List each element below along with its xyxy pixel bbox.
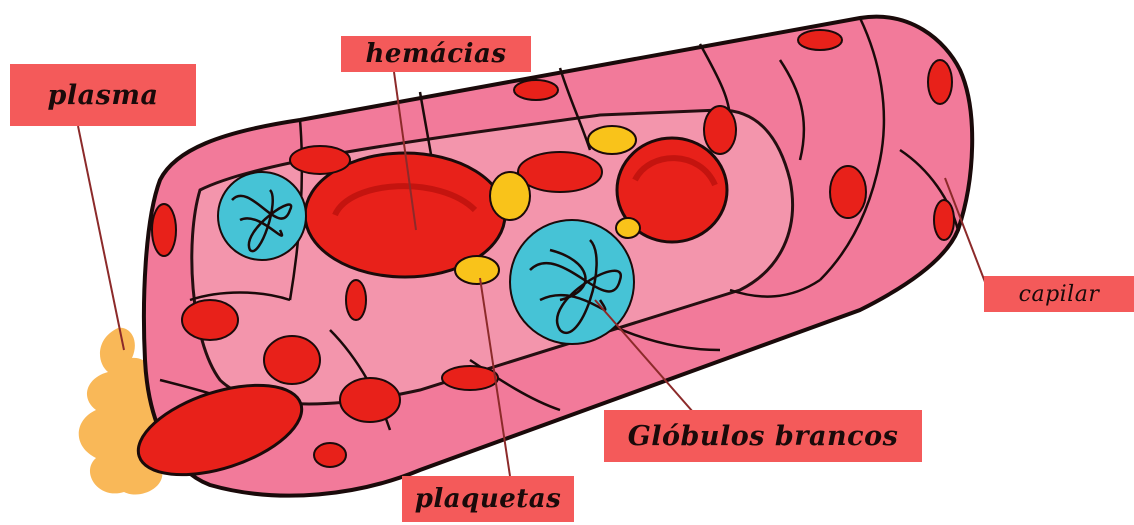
label-globulos-brancos: Glóbulos brancos — [604, 410, 922, 462]
label-plaquetas: plaquetas — [402, 476, 574, 522]
red-cell-5 — [290, 146, 350, 174]
label-plasma: plasma — [10, 64, 196, 126]
label-hemacias: hemácias — [341, 36, 531, 72]
red-cell-3 — [518, 152, 602, 192]
white-cell-1 — [218, 172, 306, 260]
white-cell-2 — [510, 220, 634, 344]
label-capilar: capilar — [984, 276, 1134, 312]
